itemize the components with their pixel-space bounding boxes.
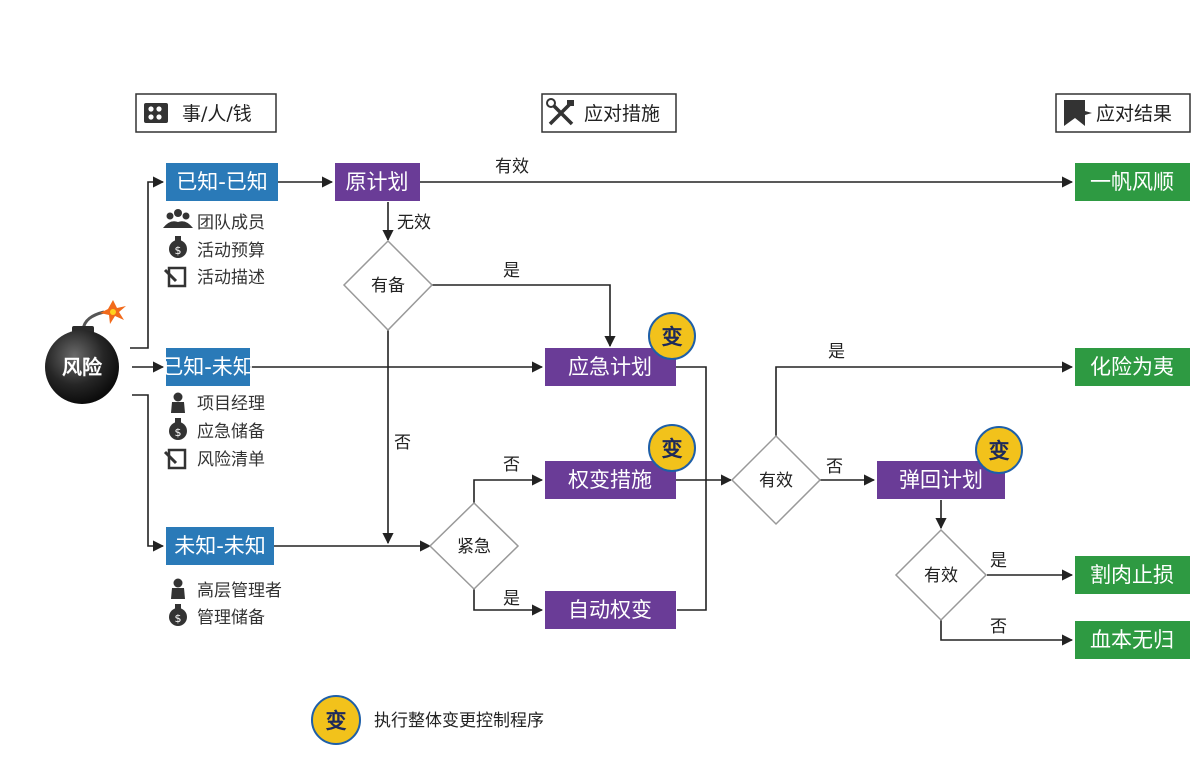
result-smooth-label: 一帆风顺 [1090, 170, 1174, 194]
document-icon [163, 266, 187, 288]
money-bag-icon: $ [169, 418, 187, 440]
known-unknown-item: 风险清单 [197, 450, 265, 470]
result-smooth: 一帆风顺 [1075, 163, 1190, 201]
action-auto-workaround-label: 自动权变 [568, 598, 652, 622]
action-workaround: 权变措施 [545, 461, 676, 499]
category-known-unknown-label: 已知-未知 [162, 355, 254, 379]
svg-text:$: $ [175, 612, 182, 625]
document-icon [163, 448, 187, 470]
decision-has-backup-label: 有备 [371, 276, 405, 296]
action-contingency-plan-label: 应急计划 [568, 355, 652, 379]
edge-label-plan-ineffective: 无效 [397, 213, 431, 233]
tools-icon [546, 98, 574, 126]
decision-urgent: 紧急 [428, 501, 520, 591]
edge-label-plan-effective: 有效 [495, 157, 529, 177]
result-total-loss-label: 血本无归 [1090, 628, 1174, 652]
edge-label-eff2-no: 否 [990, 617, 1007, 637]
known-unknown-item: 应急储备 [197, 422, 265, 442]
header-factors: 事/人/钱 [135, 93, 277, 133]
risk-bomb: 风险 [45, 300, 126, 404]
decision-effective-1-label: 有效 [759, 471, 793, 491]
action-contingency-plan: 应急计划 [545, 348, 676, 386]
flag-icon [1064, 100, 1092, 126]
action-auto-workaround: 自动权变 [545, 591, 676, 629]
team-grid-icon [144, 103, 168, 123]
category-unknown-unknown: 未知-未知 [166, 527, 274, 565]
legend-text: 执行整体变更控制程序 [374, 711, 544, 731]
svg-text:$: $ [175, 244, 182, 257]
result-total-loss: 血本无归 [1075, 621, 1190, 659]
result-resolved: 化险为夷 [1075, 348, 1190, 386]
edge-label-urgent-no: 否 [503, 455, 520, 475]
result-cut-loss: 割肉止损 [1075, 556, 1190, 594]
header-responses-label: 应对措施 [584, 103, 660, 125]
action-fallback-plan-label: 弹回计划 [899, 468, 983, 492]
edge-label-backup-yes: 是 [503, 261, 520, 281]
money-bag-icon: $ [169, 604, 187, 626]
change-badge: 变 [648, 424, 696, 472]
money-bag-icon: $ [169, 236, 187, 258]
change-badge: 变 [975, 426, 1023, 474]
known-known-item: 活动描述 [197, 268, 265, 288]
edge-label-backup-no: 否 [394, 433, 411, 453]
spark-icon [100, 300, 126, 324]
category-known-unknown: 已知-未知 [162, 348, 254, 386]
header-factors-label: 事/人/钱 [182, 103, 252, 125]
action-workaround-label: 权变措施 [568, 468, 652, 492]
legend: 变 执行整体变更控制程序 [311, 695, 544, 745]
result-cut-loss-label: 割肉止损 [1090, 563, 1174, 587]
decision-effective-2: 有效 [894, 528, 988, 622]
header-results-label: 应对结果 [1096, 103, 1172, 125]
legend-badge-char: 变 [326, 709, 347, 733]
change-badge-char: 变 [662, 325, 683, 349]
decision-has-backup: 有备 [342, 239, 434, 332]
known-known-item: 团队成员 [197, 213, 265, 233]
unknown-unknown-item: 高层管理者 [197, 581, 282, 601]
action-original-plan-label: 原计划 [346, 170, 409, 194]
person-icon [171, 392, 185, 413]
category-known-known-label: 已知-已知 [176, 170, 268, 194]
change-badge-char: 变 [989, 439, 1010, 463]
result-resolved-label: 化险为夷 [1090, 355, 1174, 379]
edge-label-eff1-yes: 是 [828, 342, 845, 362]
person-icon [171, 578, 185, 599]
header-results: 应对结果 [1055, 93, 1191, 133]
change-badge-char: 变 [662, 437, 683, 461]
edge-label-urgent-yes: 是 [503, 589, 520, 609]
edge-label-eff2-yes: 是 [990, 551, 1007, 571]
decision-effective-1: 有效 [730, 434, 822, 526]
known-known-item: 活动预算 [197, 241, 265, 261]
decision-urgent-label: 紧急 [457, 537, 491, 557]
change-badge: 变 [648, 312, 696, 360]
known-unknown-item: 项目经理 [197, 394, 265, 414]
edge-label-eff1-no: 否 [826, 457, 843, 477]
category-known-known: 已知-已知 [166, 163, 278, 201]
people-icon [163, 209, 193, 228]
unknown-unknown-item: 管理储备 [197, 608, 265, 628]
svg-text:$: $ [175, 426, 182, 439]
header-responses: 应对措施 [541, 93, 677, 133]
action-original-plan: 原计划 [335, 163, 420, 201]
decision-effective-2-label: 有效 [924, 566, 958, 586]
category-unknown-unknown-label: 未知-未知 [174, 534, 266, 558]
risk-label: 风险 [62, 355, 103, 379]
